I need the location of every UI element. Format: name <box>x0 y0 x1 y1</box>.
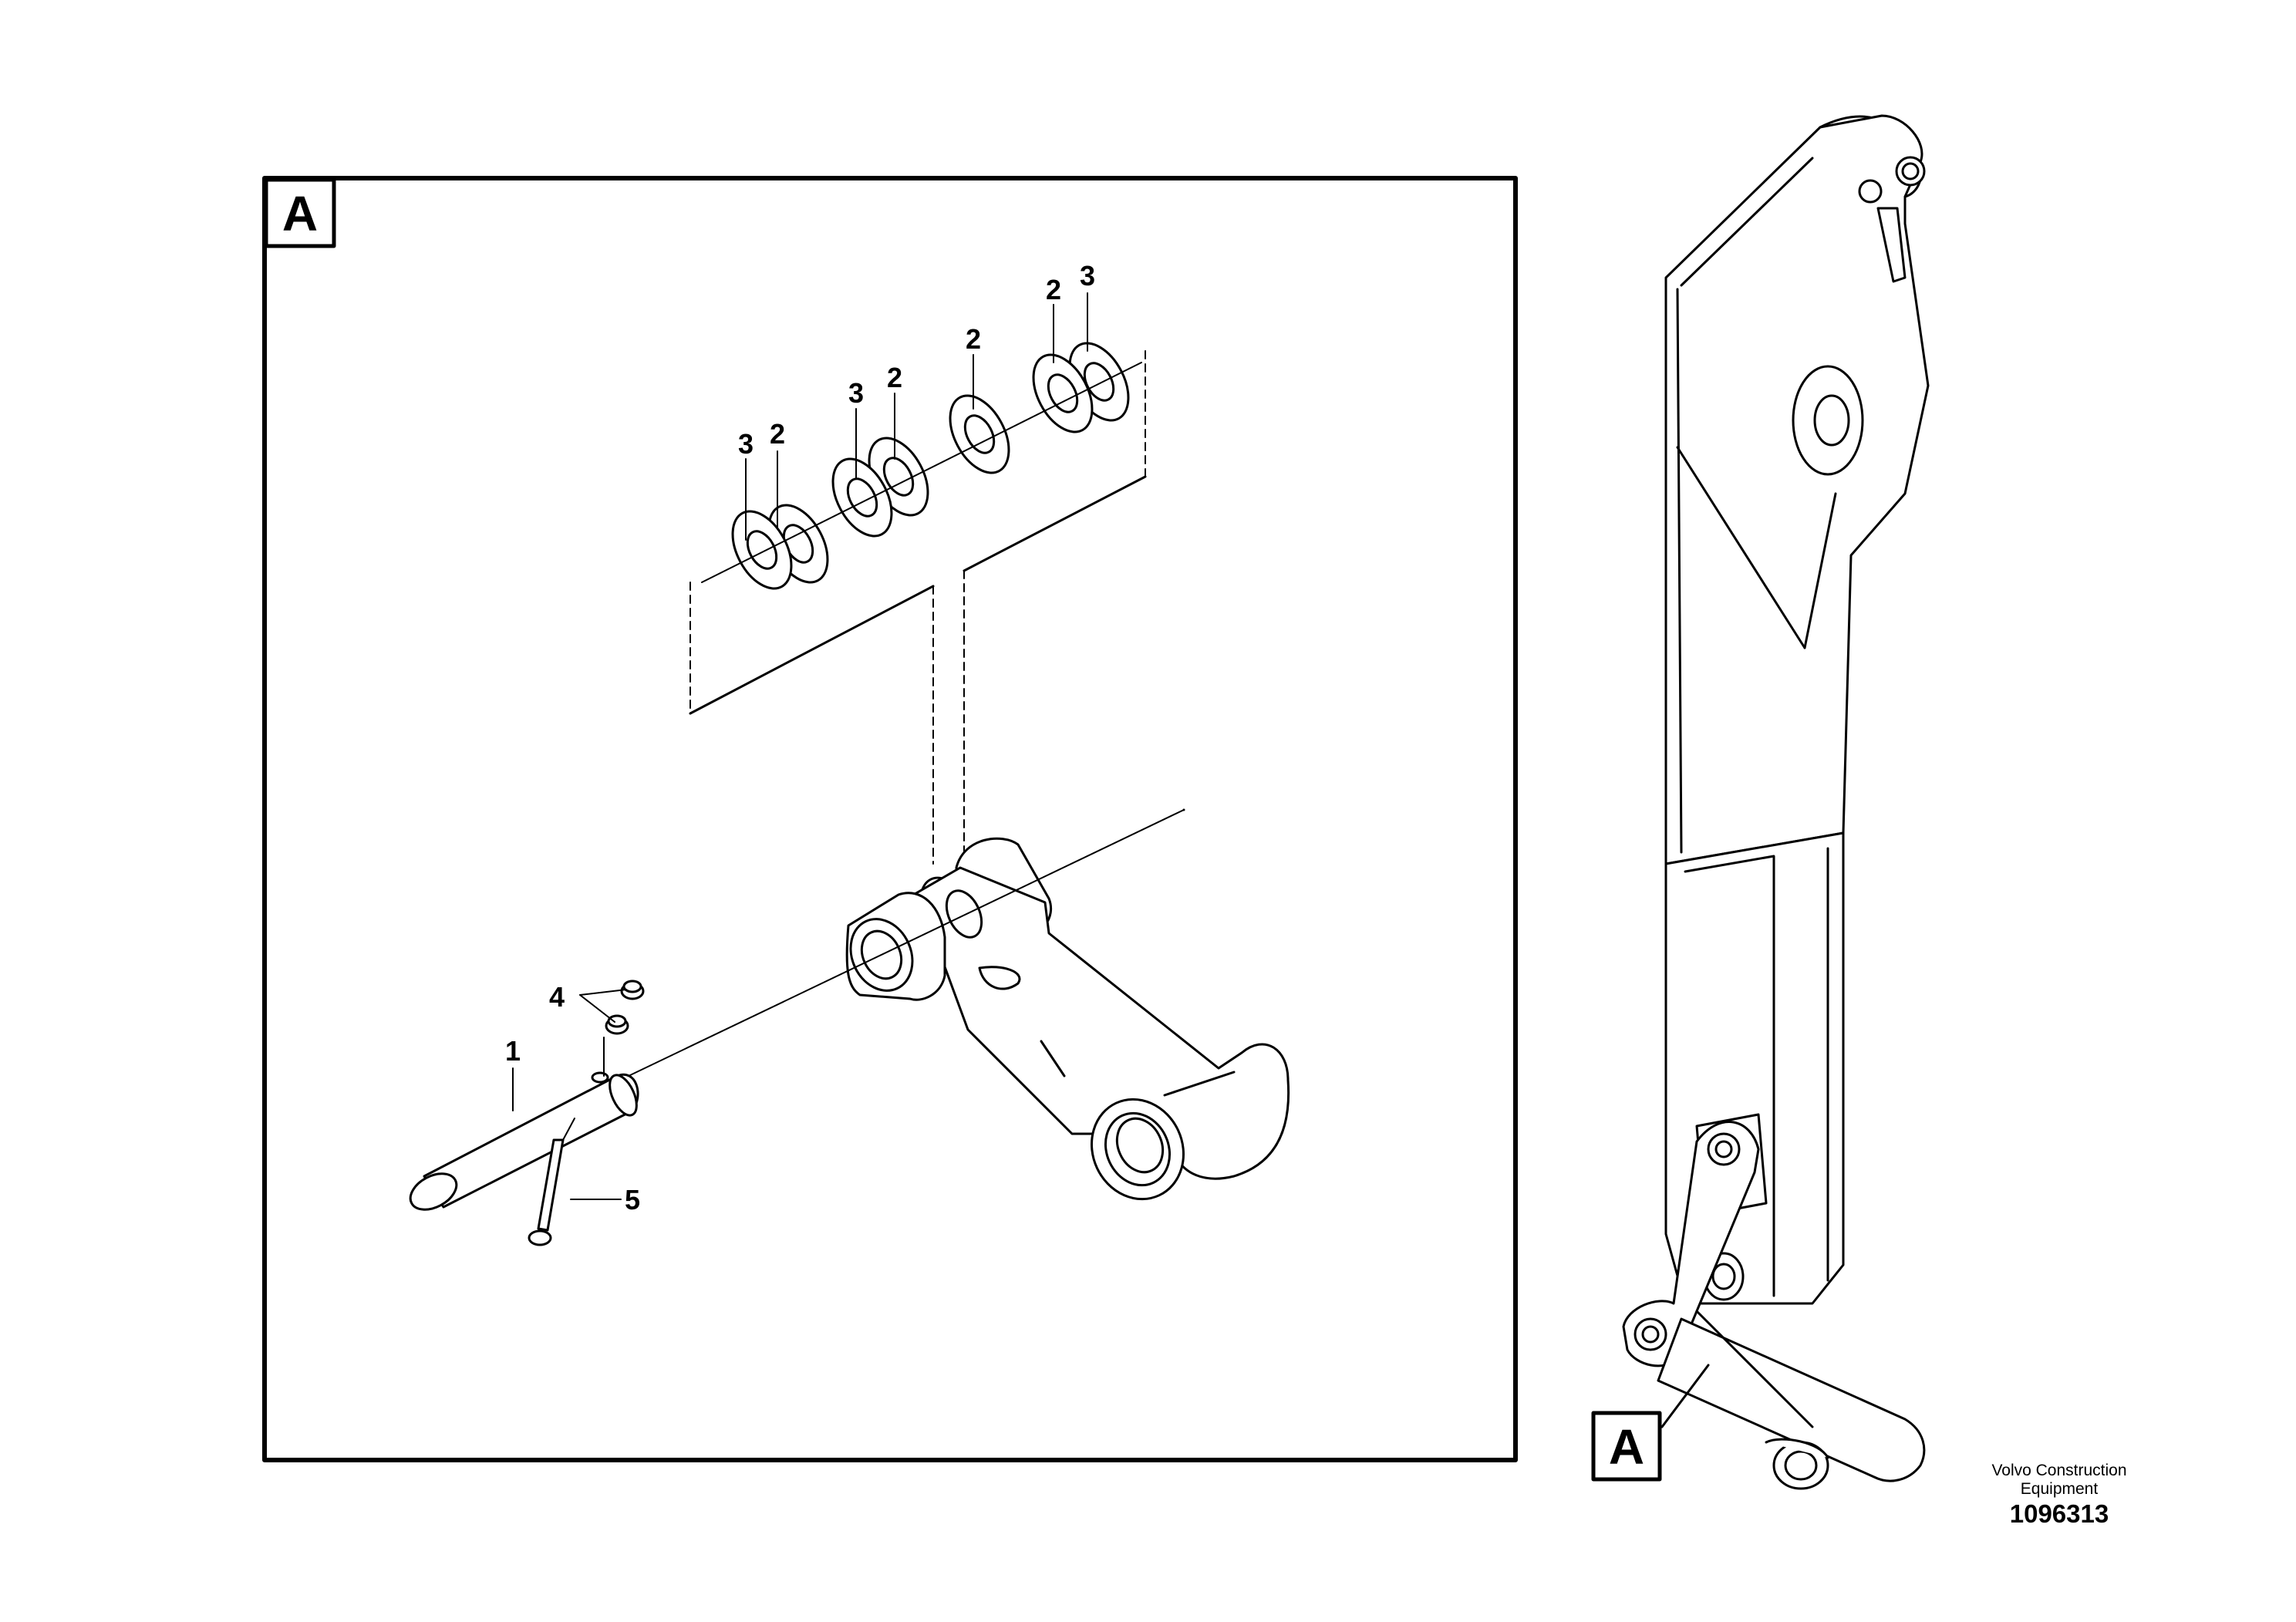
callout-2-right: 2 <box>1046 274 1061 305</box>
callout-4-nut: 4 <box>549 981 565 1013</box>
link-arm <box>845 837 1290 1201</box>
overview-boom <box>1622 114 1930 1490</box>
detail-frame <box>262 176 1518 1462</box>
callout-2-left: 2 <box>770 418 785 450</box>
pin-axis <box>628 809 1185 1077</box>
credit-block: Volvo Construction Equipment 1096313 <box>1944 1462 2175 1528</box>
washer-leaders <box>745 292 1088 541</box>
washer-2-single <box>949 394 1010 474</box>
washer-3-left <box>731 510 793 590</box>
callout-1-pin: 1 <box>505 1035 521 1067</box>
overview-leader <box>1660 1364 1710 1428</box>
drawing-number: 1096313 <box>2009 1499 2109 1528</box>
callout-2-single: 2 <box>966 323 981 355</box>
bolt <box>528 1118 622 1246</box>
callout-5-bolt: 5 <box>625 1184 640 1216</box>
company-line-2: Equipment <box>2020 1480 2099 1498</box>
callout-3-mid: 3 <box>848 377 864 409</box>
washer-group <box>701 342 1142 590</box>
washer-bracket-solid <box>689 475 1147 715</box>
washer-bracket <box>689 350 1146 876</box>
callout-3-left: 3 <box>738 428 754 460</box>
detail-letter: A <box>282 186 318 241</box>
pin <box>409 1071 639 1211</box>
nuts <box>579 980 645 1077</box>
overview-label-box <box>1591 1411 1662 1482</box>
washer-2-right <box>1032 353 1094 433</box>
callout-2-mid: 2 <box>887 362 902 393</box>
callout-3-right: 3 <box>1080 260 1095 292</box>
washer-3-mid <box>831 457 893 538</box>
overview-letter: A <box>1609 1419 1644 1475</box>
company-line-1: Volvo Construction <box>1991 1462 2127 1479</box>
detail-label-box <box>264 177 336 248</box>
